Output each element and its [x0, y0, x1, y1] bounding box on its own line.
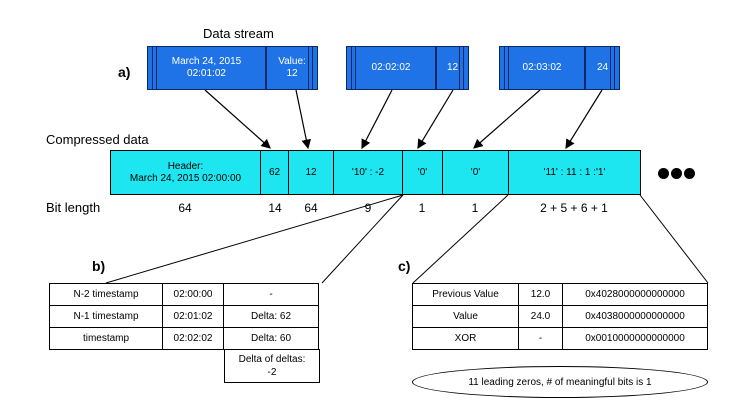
data-stream-title: Data stream — [203, 26, 274, 41]
arrow-value-2 — [417, 89, 454, 150]
bit-length-zero-1: 1 — [418, 201, 426, 215]
table-row: N-2 timestamp 02:00:00 - — [49, 283, 319, 306]
stream-timestamp-3-text: 02:03:02 — [522, 62, 562, 73]
table-cell: timestamp — [49, 327, 163, 350]
arrow-value-3 — [565, 89, 603, 150]
table-cell: 0x4038000000000000 — [562, 305, 708, 328]
stream-timestamp-1-text: March 24, 2015 02:01:02 — [171, 56, 242, 79]
table-row: Value 24.0 0x4038000000000000 — [412, 305, 708, 328]
label-a: a) — [118, 64, 131, 80]
stream-timestamp-2: 02:02:02 — [346, 46, 436, 90]
table-cell: 12.0 — [518, 283, 563, 306]
arrow-timestamp-1 — [204, 89, 271, 149]
table-cell: 24.0 — [518, 305, 563, 328]
table-row: N-1 timestamp 02:01:02 Delta: 62 — [49, 305, 319, 328]
table-cell: N-1 timestamp — [49, 305, 163, 328]
compressed-data-title: Compressed data — [46, 132, 149, 147]
table-cell: XOR — [412, 327, 519, 350]
stream-value-1: Value: 12 — [266, 46, 318, 90]
compressed-cell-value: 12 — [288, 150, 334, 195]
delta-of-deltas-box: Delta of deltas: -2 — [224, 349, 320, 383]
stream-value-1-label: Value: — [278, 56, 306, 67]
table-cell: Delta: 60 — [223, 327, 319, 350]
table-cell: 02:02:02 — [162, 327, 224, 350]
stream-value-3: 24 — [585, 46, 620, 90]
stream-value-1-text: 12 — [286, 68, 298, 79]
table-cell: 0x0010000000000000 — [562, 327, 708, 350]
xor-table: Previous Value 12.0 0x4028000000000000 V… — [412, 283, 708, 350]
compressed-header-value: March 24, 2015 02:00:00 — [129, 172, 242, 184]
bit-length-value: 64 — [304, 201, 318, 215]
table-cell: Value — [412, 305, 519, 328]
table-cell: - — [223, 283, 319, 306]
compressed-cell-delta-of-delta: '10' : -2 — [333, 150, 403, 195]
compressed-header: Header: March 24, 2015 02:00:00 — [110, 150, 261, 195]
table-cell: 02:00:00 — [162, 283, 224, 306]
timestamp-table: N-2 timestamp 02:00:00 - N-1 timestamp 0… — [49, 283, 319, 350]
compressed-header-label: Header: — [167, 160, 204, 172]
stream-value-3-text: 24 — [596, 62, 609, 73]
table-row: XOR - 0x0010000000000000 — [412, 327, 708, 350]
bit-length-header: 64 — [178, 201, 192, 215]
table-cell: Delta: 62 — [223, 305, 319, 328]
arrow-timestamp-3 — [473, 89, 541, 149]
compressed-cell-zero-2: '0' — [442, 150, 509, 195]
compressed-cell-zero-1: '0' — [402, 150, 443, 195]
label-c: c) — [398, 258, 411, 274]
bit-length-delta: 14 — [268, 201, 282, 215]
table-cell: 0x4028000000000000 — [562, 283, 708, 306]
table-row: Previous Value 12.0 0x4028000000000000 — [412, 283, 708, 306]
arrow-timestamp-2 — [361, 89, 393, 150]
stream-timestamp-3: 02:03:02 — [499, 46, 585, 90]
table-cell: - — [518, 327, 563, 350]
bit-length-label: Bit length — [46, 200, 101, 215]
stream-value-2: 12 — [436, 46, 469, 90]
table-cell: 02:01:02 — [162, 305, 224, 328]
leading-zeros-note: 11 leading zeros, # of meaningful bits i… — [412, 366, 708, 398]
table-row: timestamp 02:02:02 Delta: 60 — [49, 327, 319, 350]
stream-timestamp-2-text: 02:02:02 — [371, 62, 411, 73]
delta-of-deltas-text: Delta of deltas: -2 — [238, 354, 306, 378]
stream-value-2-text: 12 — [446, 62, 459, 73]
label-b: b) — [92, 258, 106, 274]
stream-timestamp-1: March 24, 2015 02:01:02 — [147, 46, 266, 90]
compressed-cell-xor: '11' : 11 : 1 :'1' — [508, 150, 641, 195]
bit-length-zero-2: 1 — [471, 201, 479, 215]
table-cell: N-2 timestamp — [49, 283, 163, 306]
more-dots-icon — [658, 168, 698, 179]
arrow-value-1 — [295, 89, 311, 150]
table-cell: Previous Value — [412, 283, 519, 306]
bit-length-xor: 2 + 5 + 6 + 1 — [540, 201, 608, 215]
bit-length-delta-of-delta: 9 — [364, 201, 372, 215]
compressed-cell-delta: 62 — [260, 150, 289, 195]
